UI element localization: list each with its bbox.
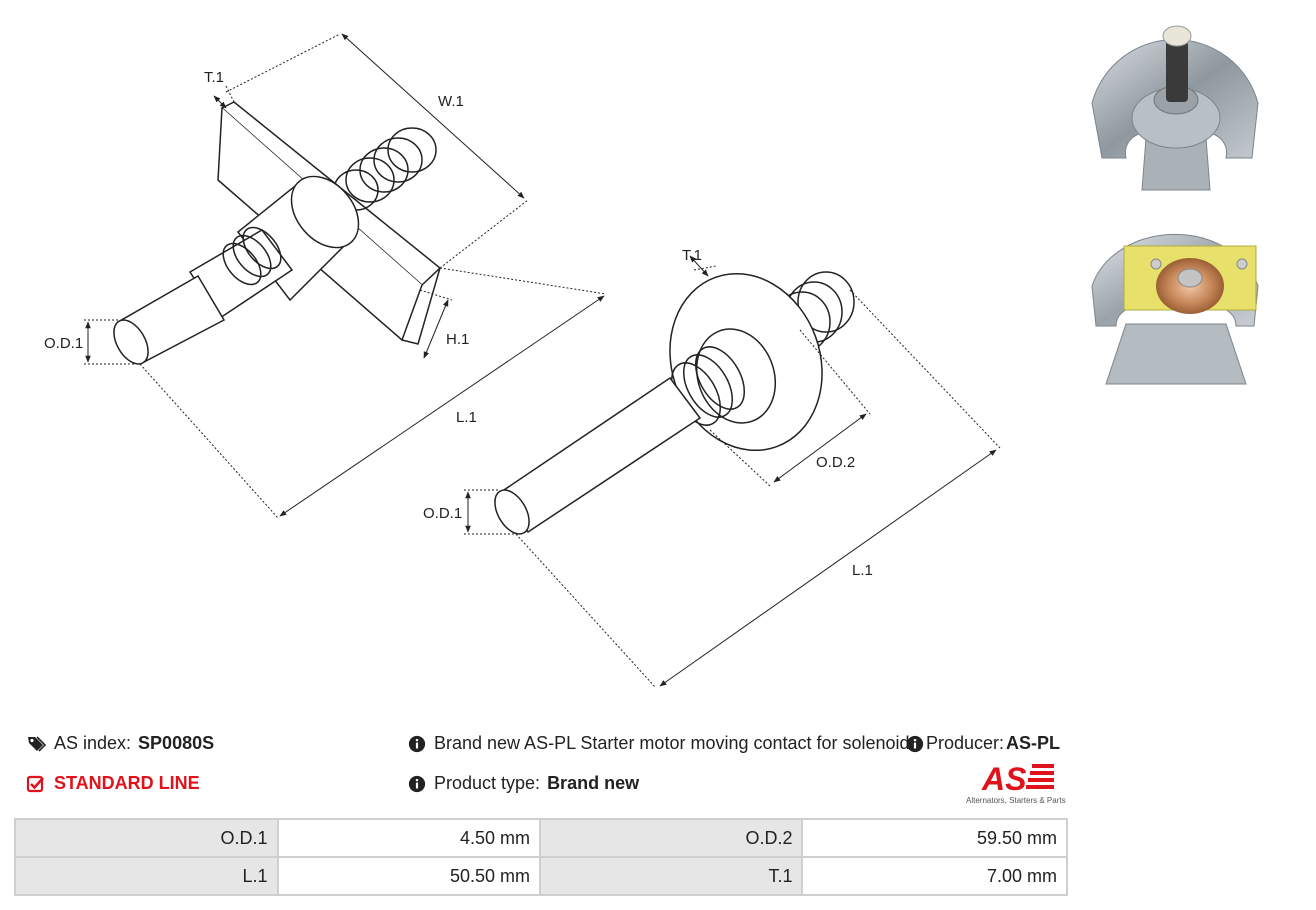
spec-value: 50.50 mm <box>276 856 541 896</box>
as-logo-mark: AS <box>981 761 1054 797</box>
info-circle-icon <box>408 775 426 792</box>
table-row: L.1 50.50 mm T.1 7.00 mm <box>14 856 1068 896</box>
right-t1-label: T.1 <box>682 247 702 264</box>
product-type-row: Product type: Brand new <box>408 773 639 794</box>
standard-line-row: STANDARD LINE <box>26 773 200 794</box>
right-part-drawing <box>494 271 855 535</box>
product-photo-bottom <box>1091 233 1259 385</box>
spec-key: O.D.1 <box>14 818 279 858</box>
spec-value: 59.50 mm <box>801 818 1068 858</box>
producer-row: Producer: AS-PL <box>906 733 1060 754</box>
check-square-icon <box>26 775 44 792</box>
table-row: O.D.1 4.50 mm O.D.2 59.50 mm <box>14 818 1068 858</box>
svg-text:AS: AS <box>981 761 1027 796</box>
left-l1-label: L.1 <box>456 409 477 426</box>
technical-drawing: T.1 W.1 O.D.1 H.1 L.1 T.1 O.D.1 O <box>44 33 1001 689</box>
spec-value: 4.50 mm <box>276 818 541 858</box>
product-type-value: Brand new <box>547 773 640 793</box>
logo-caption: Alternators, Starters & Parts <box>966 796 1066 805</box>
specs-table: O.D.1 4.50 mm O.D.2 59.50 mm L.1 50.50 m… <box>14 818 1068 896</box>
right-l1-label: L.1 <box>852 562 873 579</box>
product-type-label: Product type: <box>434 773 541 793</box>
spec-key: T.1 <box>538 856 804 896</box>
as-index-row: AS index: SP0080S <box>26 733 214 754</box>
left-t1-label: T.1 <box>204 69 224 86</box>
producer-label: Producer: <box>926 733 1005 753</box>
as-pl-logo: AS Alternators, Starters & Parts <box>962 760 1070 808</box>
spec-key: L.1 <box>14 856 279 896</box>
left-h1-label: H.1 <box>446 331 469 348</box>
left-dimension-lines <box>84 33 607 519</box>
description-text: Brand new AS-PL Starter motor moving con… <box>434 733 910 753</box>
product-photo-top <box>1091 25 1259 191</box>
left-od1-label: O.D.1 <box>44 335 83 352</box>
right-od1-label: O.D.1 <box>423 505 462 522</box>
right-dimension-lines <box>464 255 1001 689</box>
standard-line-label: STANDARD LINE <box>54 773 200 793</box>
info-circle-icon <box>408 735 426 752</box>
tags-icon <box>28 735 46 752</box>
right-od2-label: O.D.2 <box>816 454 855 471</box>
spec-value: 7.00 mm <box>801 856 1068 896</box>
info-circle-icon <box>906 735 924 752</box>
as-index-label: AS index: <box>54 733 132 753</box>
left-w1-label: W.1 <box>438 93 464 110</box>
description-row: Brand new AS-PL Starter motor moving con… <box>408 733 910 754</box>
spec-key: O.D.2 <box>538 818 804 858</box>
as-index-value: SP0080S <box>138 733 215 753</box>
left-part-drawing <box>113 101 442 365</box>
producer-value: AS-PL <box>1006 733 1061 753</box>
